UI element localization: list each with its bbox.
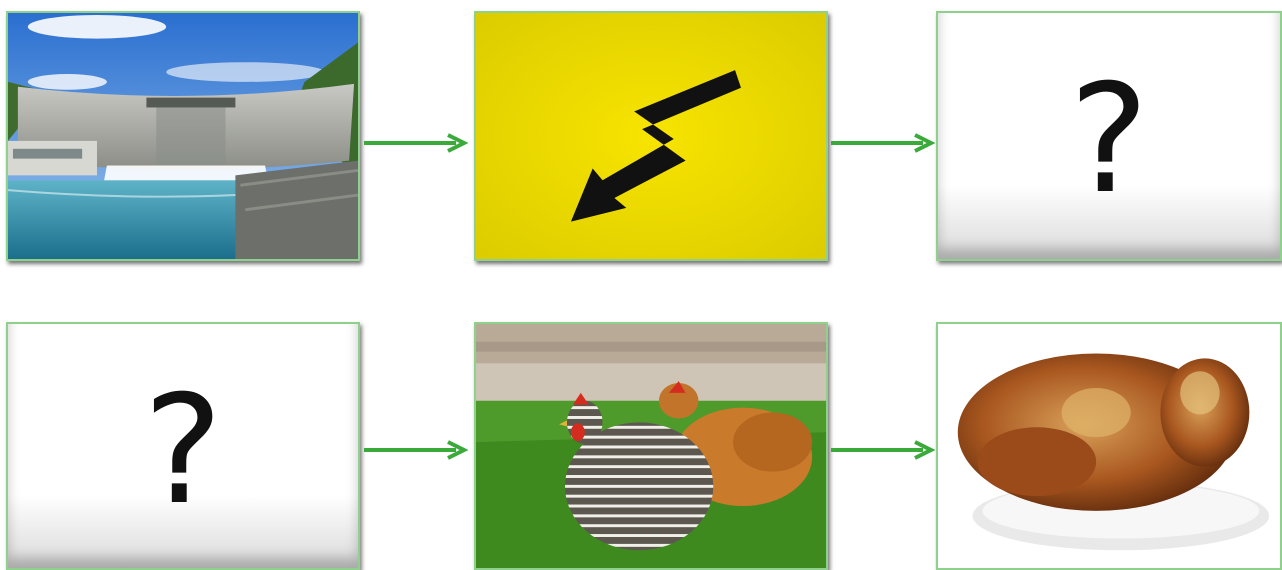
question-mark: ? (938, 65, 1280, 215)
arrow-right-icon (364, 133, 468, 153)
unknown-output-card: ? (936, 11, 1282, 261)
lightning-bolt-icon (474, 11, 828, 261)
hydroelectric-dam-photo (6, 11, 360, 261)
arrow-right-icon (831, 440, 935, 460)
chickens-on-grass-photo (474, 322, 828, 570)
arrow-right-icon (364, 440, 468, 460)
unknown-input-card: ? (6, 322, 360, 570)
arrow-right-icon (831, 133, 935, 153)
question-mark: ? (8, 376, 358, 526)
roasted-chicken-photo (936, 322, 1282, 570)
